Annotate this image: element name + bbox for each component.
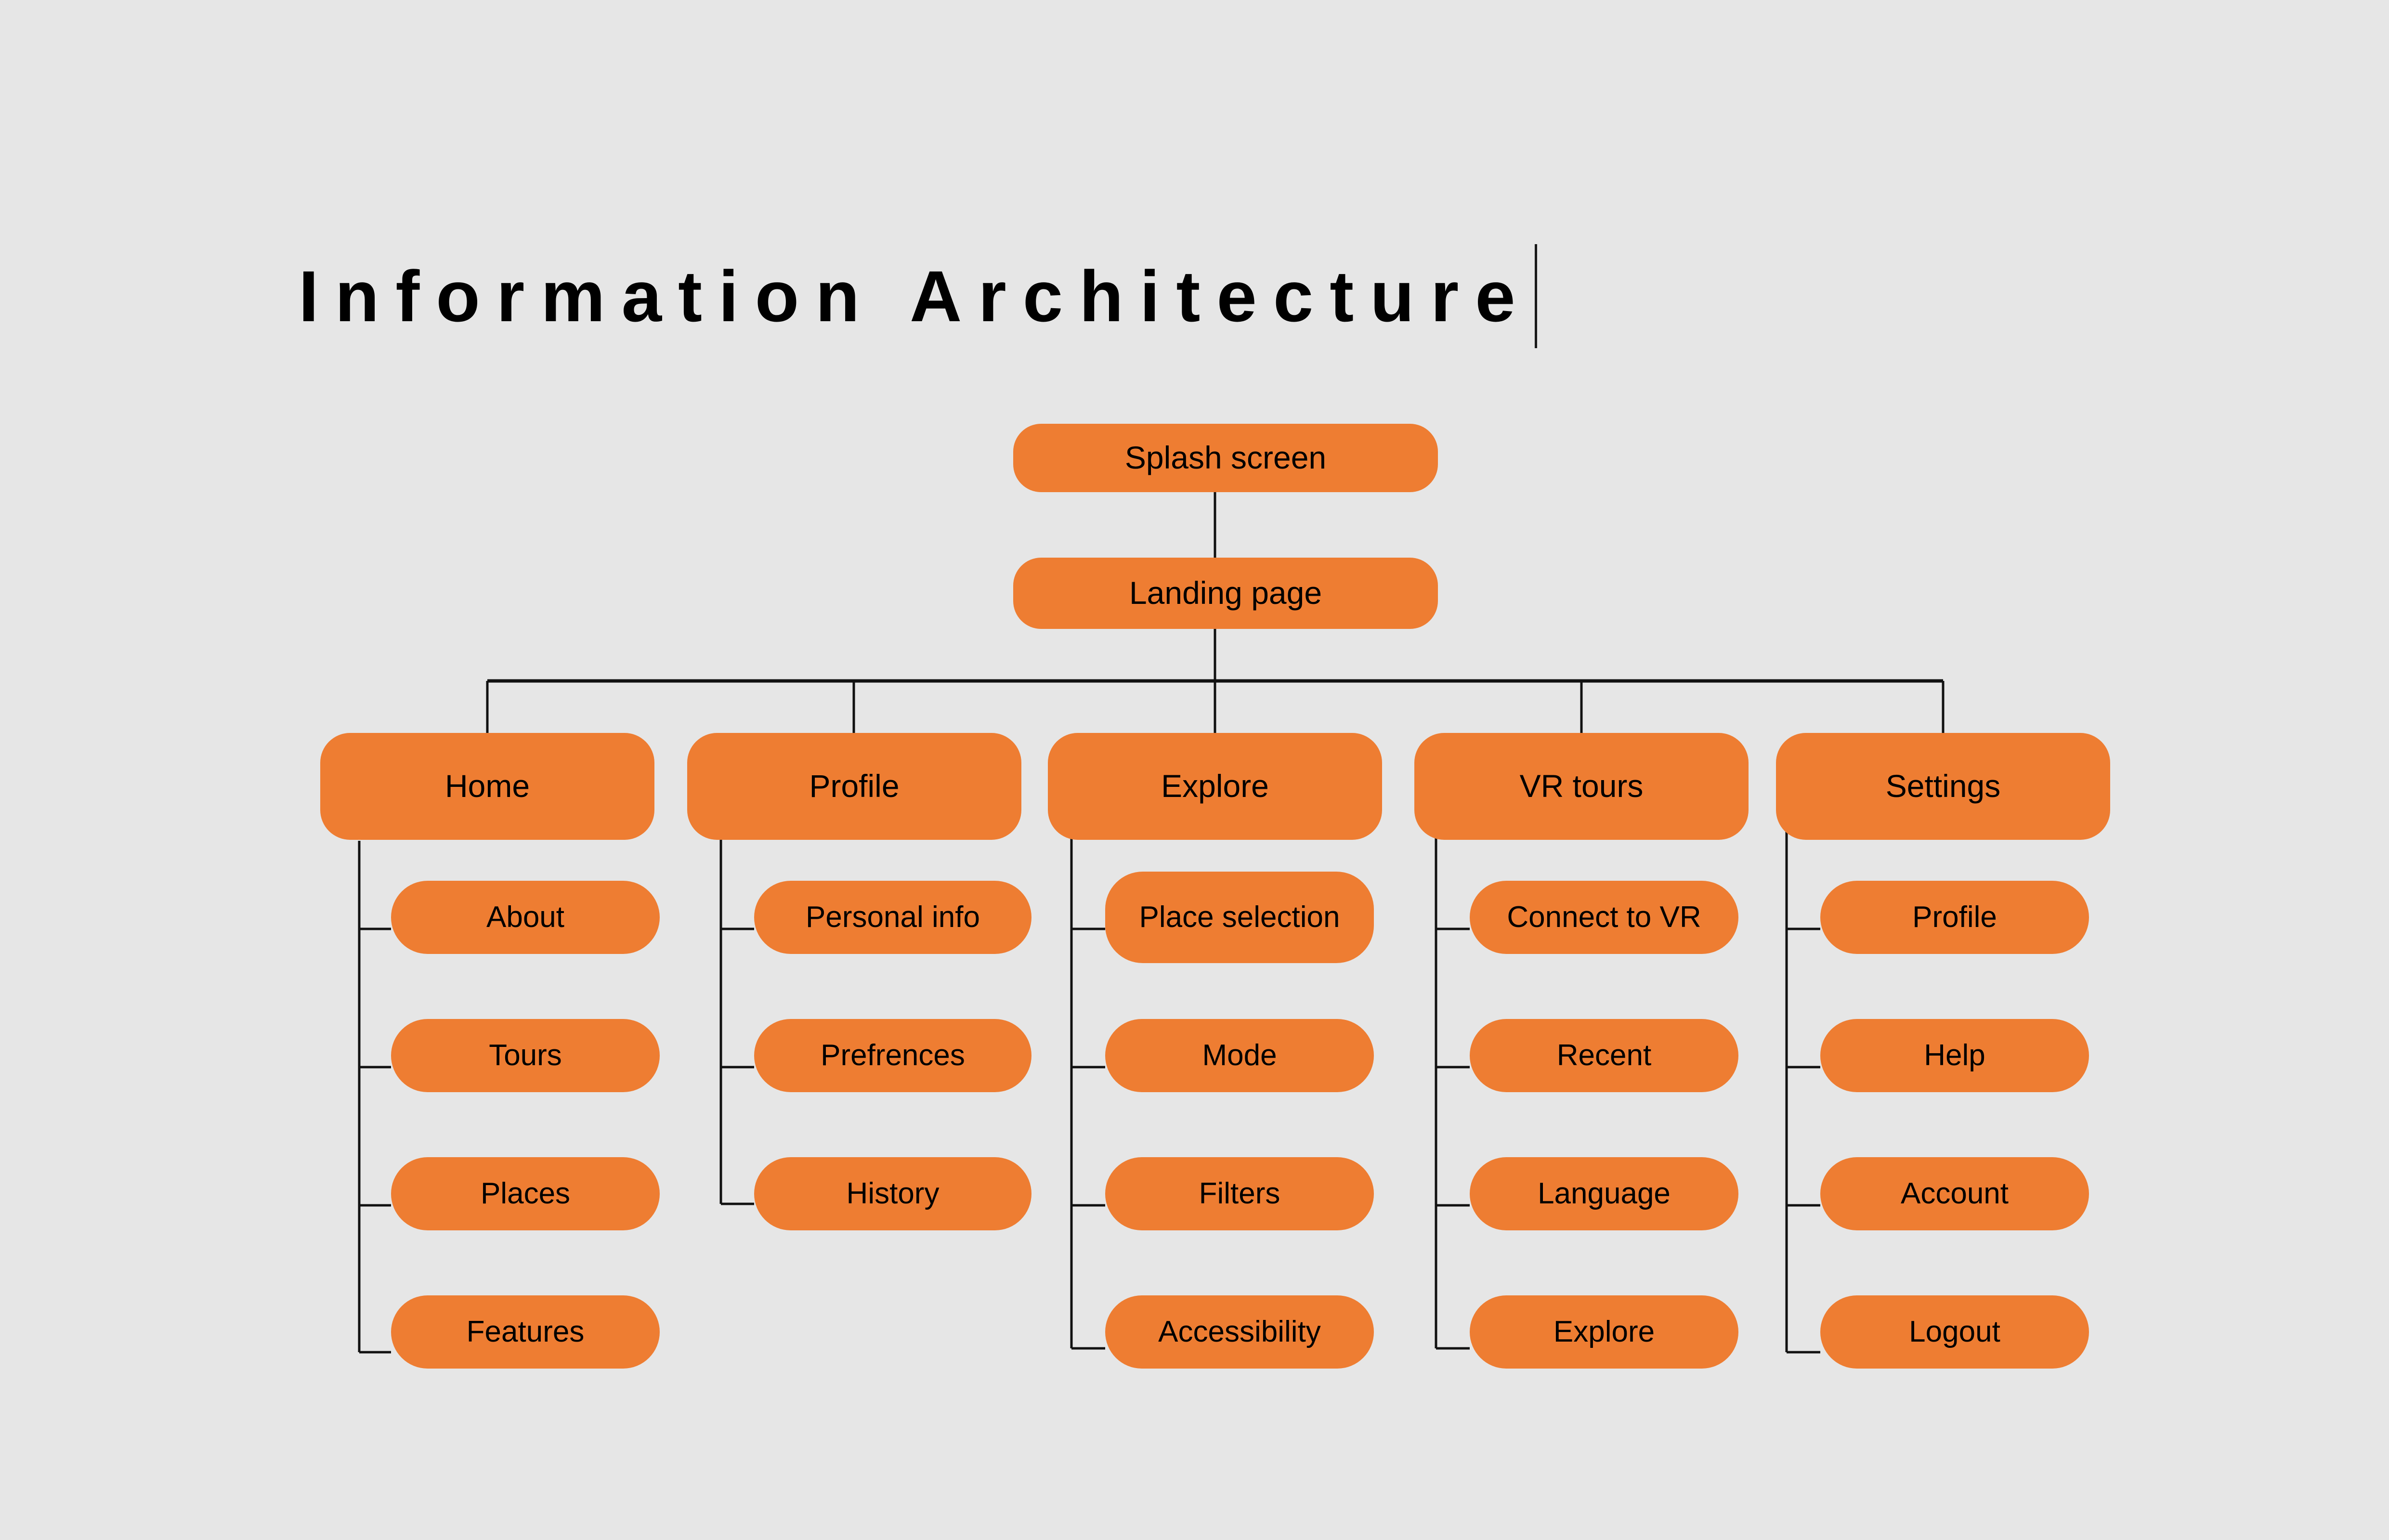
node-home-places[interactable]: Places	[391, 1157, 660, 1230]
node-label: Language	[1538, 1177, 1671, 1211]
node-label: Explore	[1553, 1315, 1655, 1349]
node-explore-mode[interactable]: Mode	[1105, 1019, 1374, 1092]
node-profile-prefrences[interactable]: Prefrences	[754, 1019, 1031, 1092]
node-explore-filters[interactable]: Filters	[1105, 1157, 1374, 1230]
node-profile[interactable]: Profile	[687, 733, 1021, 840]
page-title-text: Information Architecture	[299, 256, 1532, 337]
node-settings-account[interactable]: Account	[1820, 1157, 2089, 1230]
node-home-about[interactable]: About	[391, 881, 660, 954]
node-profile-history[interactable]: History	[754, 1157, 1031, 1230]
node-label: Filters	[1199, 1177, 1280, 1211]
node-label: Connect to VR	[1507, 901, 1701, 934]
node-vr-tours[interactable]: VR tours	[1414, 733, 1749, 840]
node-vrtours-recent[interactable]: Recent	[1470, 1019, 1738, 1092]
page-title: Information Architecture	[299, 241, 1537, 352]
node-home-tours[interactable]: Tours	[391, 1019, 660, 1092]
node-vrtours-connect-to-vr[interactable]: Connect to VR	[1470, 881, 1738, 954]
node-label: Features	[466, 1315, 585, 1349]
node-label: Landing page	[1129, 575, 1322, 611]
node-home-features[interactable]: Features	[391, 1295, 660, 1369]
node-label: Personal info	[806, 901, 980, 934]
node-vrtours-language[interactable]: Language	[1470, 1157, 1738, 1230]
node-label: Home	[444, 768, 530, 804]
node-label: Profile	[809, 768, 900, 804]
node-profile-personal-info[interactable]: Personal info	[754, 881, 1031, 954]
node-label: Recent	[1556, 1039, 1652, 1072]
text-caret	[1534, 244, 1537, 348]
node-settings-help[interactable]: Help	[1820, 1019, 2089, 1092]
node-settings-profile[interactable]: Profile	[1820, 881, 2089, 954]
node-label: Mode	[1202, 1039, 1277, 1072]
node-label: Accessibility	[1158, 1315, 1321, 1349]
node-label: Account	[1900, 1177, 2009, 1211]
node-explore-place-selection[interactable]: Place selection	[1105, 872, 1374, 963]
node-home[interactable]: Home	[320, 733, 654, 840]
node-label: VR tours	[1519, 768, 1644, 804]
node-label: Prefrences	[821, 1039, 965, 1072]
node-label: Settings	[1885, 768, 2001, 804]
node-label: Logout	[1909, 1315, 2000, 1349]
node-vrtours-explore[interactable]: Explore	[1470, 1295, 1738, 1369]
node-label: Tours	[489, 1039, 562, 1072]
node-label: History	[846, 1177, 940, 1211]
node-settings[interactable]: Settings	[1776, 733, 2110, 840]
node-splash-screen[interactable]: Splash screen	[1013, 424, 1438, 492]
node-explore-accessibility[interactable]: Accessibility	[1105, 1295, 1374, 1369]
node-label: Help	[1924, 1039, 1985, 1072]
node-label: Places	[480, 1177, 571, 1211]
node-landing-page[interactable]: Landing page	[1013, 558, 1438, 629]
node-label: Splash screen	[1124, 440, 1327, 476]
node-label: Place selection	[1139, 900, 1340, 934]
node-explore[interactable]: Explore	[1048, 733, 1382, 840]
node-label: Profile	[1912, 901, 1997, 934]
node-settings-logout[interactable]: Logout	[1820, 1295, 2089, 1369]
node-label: Explore	[1161, 768, 1269, 804]
node-label: About	[486, 901, 565, 934]
